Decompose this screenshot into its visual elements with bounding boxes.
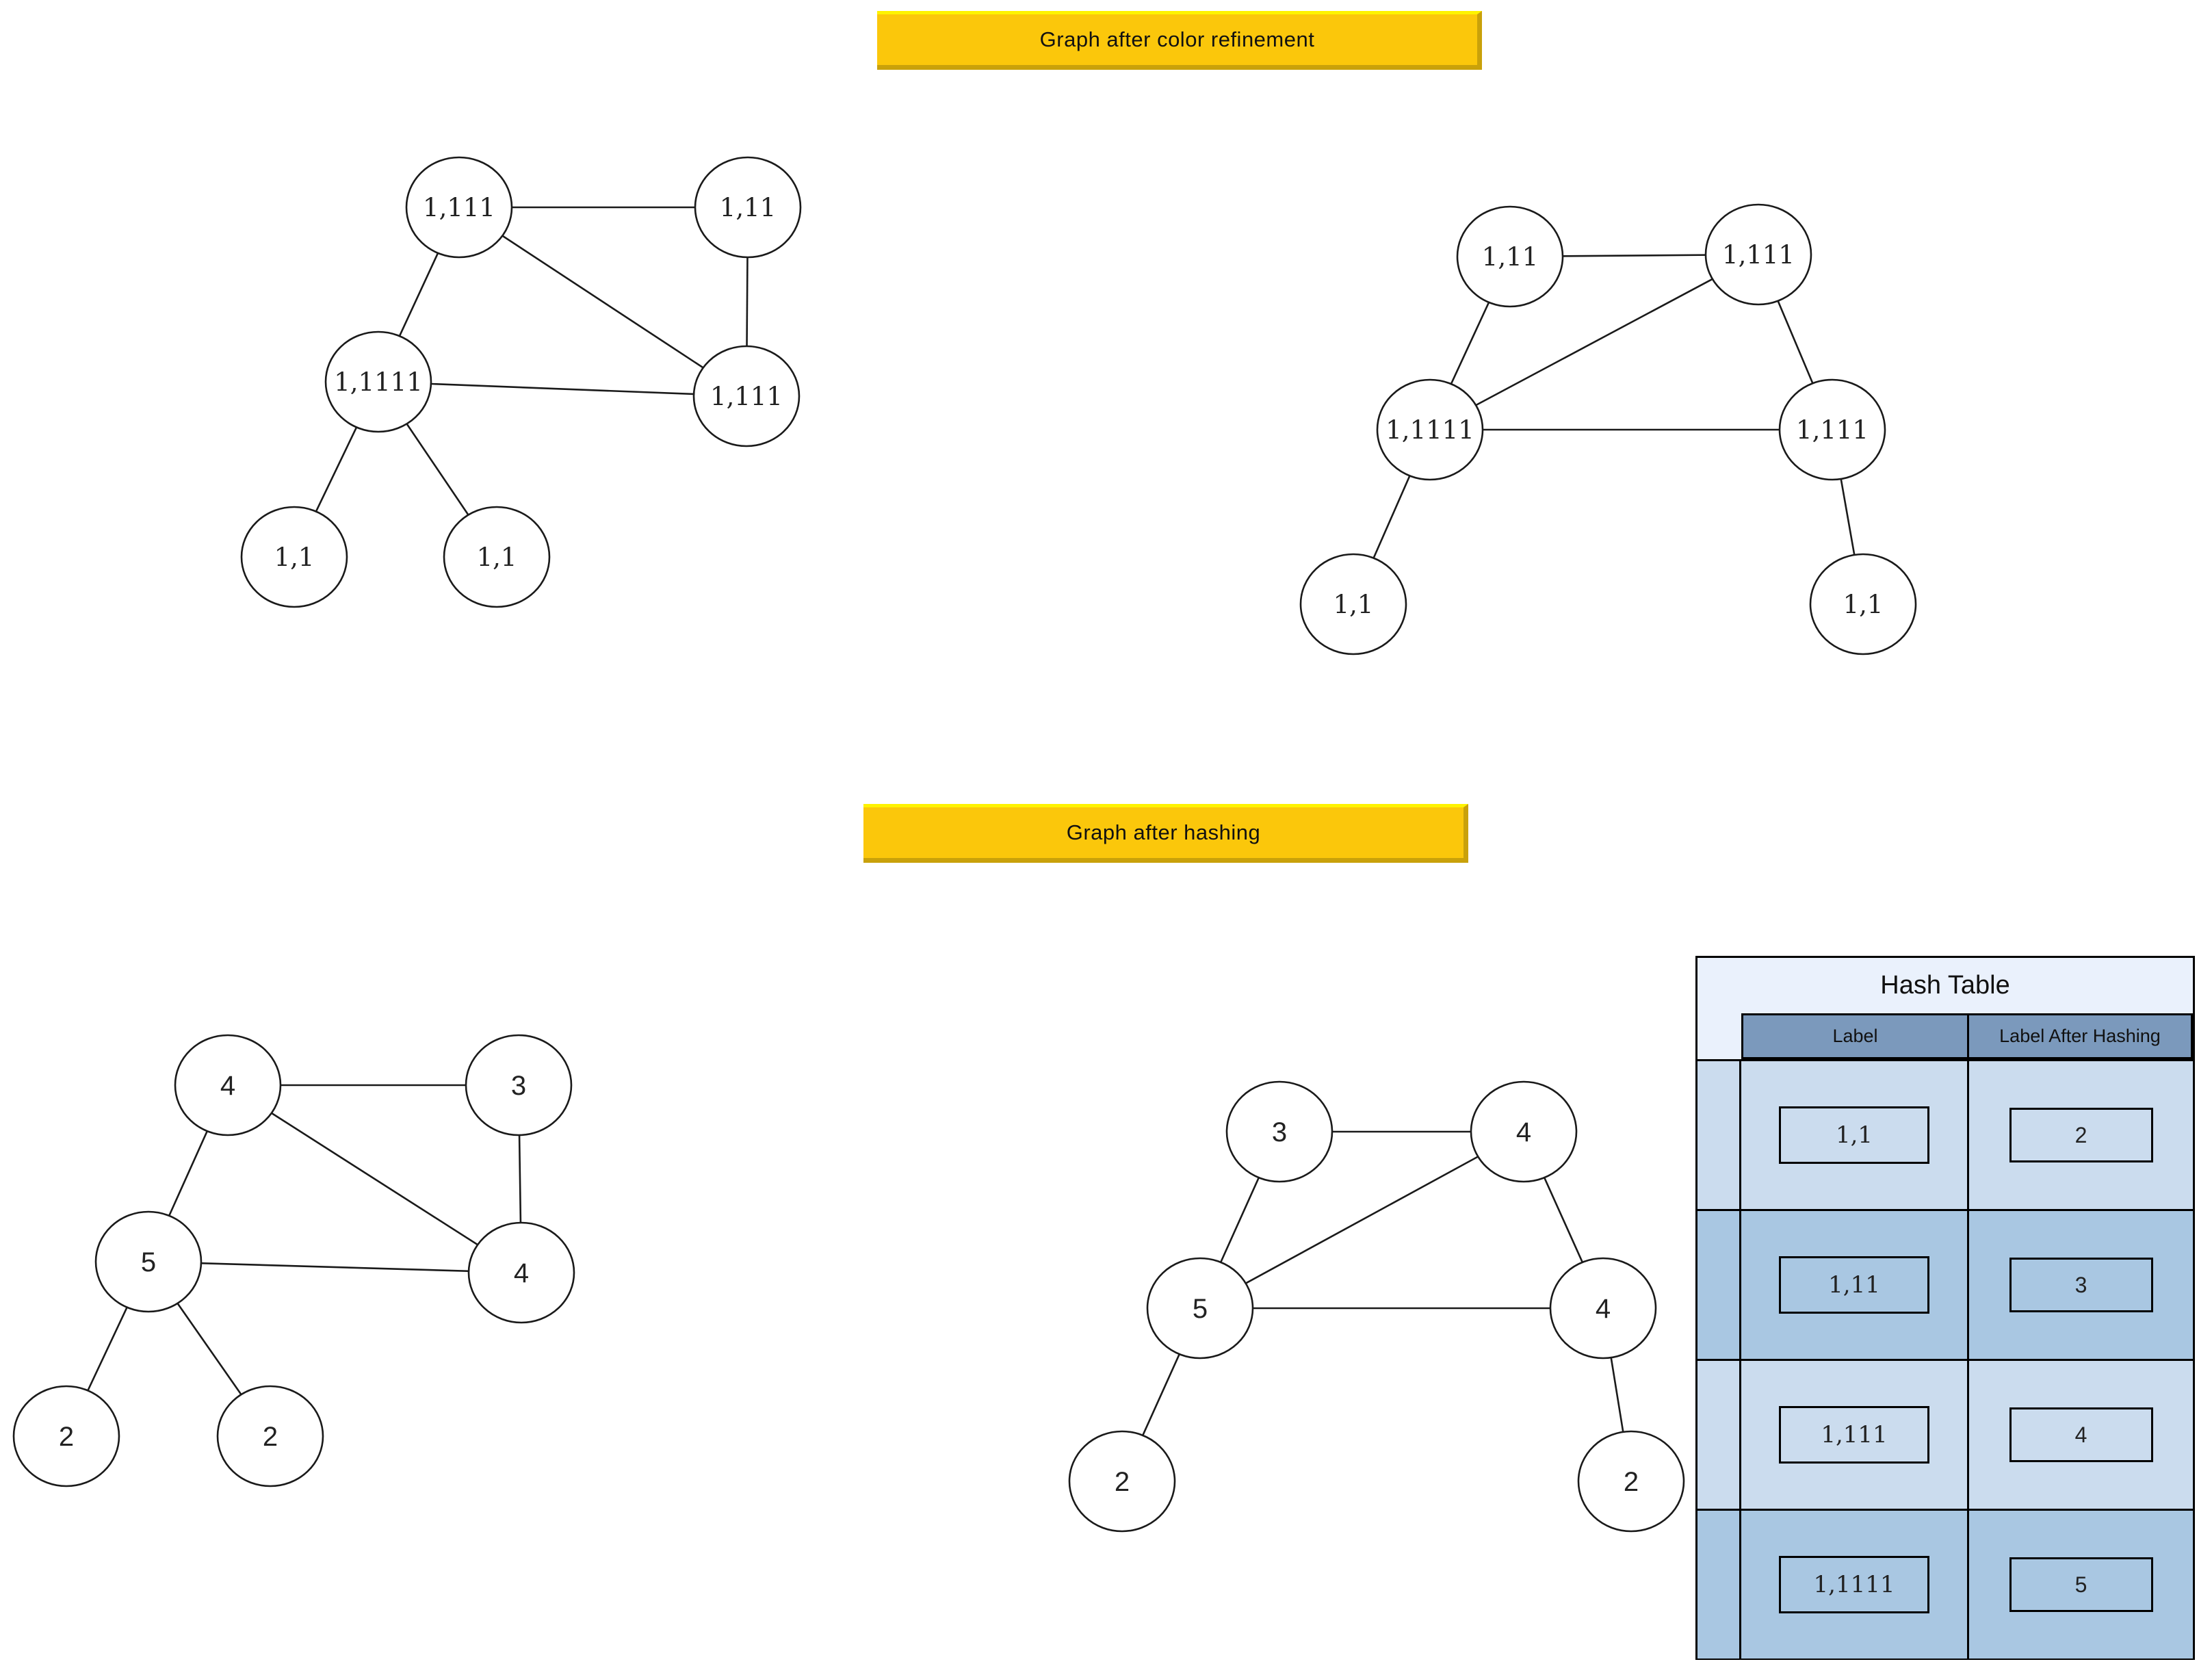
graph-node: 1,11 — [1456, 205, 1564, 308]
column-header-label: Label — [1832, 1026, 1878, 1046]
node-label: 1,1 — [477, 543, 517, 572]
hashed-cell: 2 — [1967, 1059, 2193, 1209]
row-spine — [1697, 1359, 1741, 1509]
edge — [1199, 1130, 1524, 1310]
graph-node: 4 — [174, 1034, 282, 1136]
column-header-label-after-hashing: Label After Hashing — [1967, 1015, 2191, 1057]
graph-node: 5 — [94, 1210, 203, 1313]
table-row: 1,1 2 — [1697, 1059, 2193, 1209]
graph-hashed-left: 4 3 5 4 2 2 — [12, 1034, 575, 1487]
label-cell: 1,11 — [1741, 1209, 1967, 1359]
node-label: 3 — [511, 1071, 526, 1101]
hashed-value: 5 — [2009, 1557, 2153, 1612]
graph-node: 5 — [1146, 1257, 1254, 1360]
hashed-cell: 3 — [1967, 1209, 2193, 1359]
node-label: 5 — [141, 1247, 156, 1277]
graph-node: 1,1111 — [324, 330, 432, 433]
graph-node: 2 — [1068, 1430, 1176, 1533]
node-label: 1,111 — [710, 382, 783, 411]
table-row: 1,111 4 — [1697, 1359, 2193, 1509]
graph-node: 1,1111 — [1376, 378, 1484, 481]
node-label: 1,11 — [720, 193, 776, 222]
hash-table-title: Hash Table — [1880, 971, 2010, 1000]
node-label: 2 — [1624, 1467, 1639, 1497]
graph-node: 1,111 — [1704, 203, 1812, 306]
graph-hashed-right: 3 4 5 4 2 2 — [1068, 1080, 1685, 1533]
graph-node: 2 — [216, 1385, 324, 1487]
graph-node: 4 — [467, 1221, 575, 1324]
graph-node: 4 — [1470, 1080, 1578, 1183]
node-label: 4 — [1516, 1117, 1531, 1147]
banner-color-refinement-label: Graph after color refinement — [1039, 27, 1315, 51]
node-label: 4 — [1596, 1294, 1611, 1324]
node-label: 1,11 — [1482, 242, 1538, 272]
node-label: 1,1111 — [334, 367, 422, 397]
graph-node: 1,111 — [405, 156, 513, 259]
edge — [148, 1260, 522, 1274]
node-label: 4 — [514, 1258, 529, 1288]
node-label: 1,111 — [423, 193, 495, 222]
edge — [378, 380, 747, 398]
hashed-cell: 5 — [1967, 1509, 2193, 1659]
node-label: 1,111 — [1722, 240, 1795, 270]
banner-color-refinement: Graph after color refinement — [877, 11, 1482, 70]
node-label: 1,1 — [1843, 590, 1884, 619]
label-value: 1,1 — [1779, 1106, 1929, 1164]
node-label: 1,1111 — [1385, 415, 1474, 445]
graph-node: 3 — [465, 1034, 573, 1136]
banner-hashing-label: Graph after hashing — [1066, 820, 1261, 844]
row-spine — [1697, 1059, 1741, 1209]
graph-refined-right: 1,11 1,111 1,1111 1,111 1,1 1,1 — [1299, 203, 1917, 655]
row-spine — [1697, 1209, 1741, 1359]
graph-node: 4 — [1549, 1257, 1657, 1360]
edge — [458, 206, 747, 398]
table-row: 1,1111 5 — [1697, 1509, 2193, 1659]
node-label: 2 — [1115, 1467, 1130, 1497]
hashed-value: 4 — [2009, 1407, 2153, 1462]
node-label: 1,1 — [274, 543, 315, 572]
hash-table: Hash Table Label Label After Hashing 1,1… — [1695, 956, 2195, 1660]
node-label: 4 — [220, 1071, 235, 1101]
graph-refined-left: 1,111 1,11 1,1111 1,111 1,1 1,1 — [240, 156, 802, 608]
graph-node: 1,1 — [240, 506, 348, 608]
edge — [227, 1084, 522, 1274]
hashed-value: 2 — [2009, 1108, 2153, 1162]
row-spine — [1697, 1509, 1741, 1659]
graph-node: 2 — [1577, 1430, 1685, 1533]
graph-node: 1,111 — [1778, 378, 1886, 481]
label-value: 1,111 — [1779, 1406, 1929, 1464]
graph-node: 1,111 — [692, 345, 801, 447]
hashed-value: 3 — [2009, 1258, 2153, 1312]
node-label: 2 — [263, 1422, 278, 1452]
graph-node: 2 — [12, 1385, 120, 1487]
node-label: 5 — [1193, 1294, 1208, 1324]
label-value: 1,11 — [1779, 1256, 1929, 1314]
edge — [1429, 253, 1759, 431]
graph-node: 1,1 — [1809, 553, 1917, 655]
table-row: 1,11 3 — [1697, 1209, 2193, 1359]
node-label: 1,1 — [1333, 590, 1374, 619]
hashed-cell: 4 — [1967, 1359, 2193, 1509]
node-label: 3 — [1272, 1117, 1287, 1147]
node-label: 2 — [59, 1422, 74, 1452]
label-cell: 1,111 — [1741, 1359, 1967, 1509]
label-cell: 1,1 — [1741, 1059, 1967, 1209]
graph-node: 1,1 — [443, 506, 551, 608]
graph-node: 3 — [1225, 1080, 1333, 1183]
banner-hashing: Graph after hashing — [863, 804, 1468, 863]
node-label: 1,111 — [1796, 415, 1869, 445]
graph-node: 1,1 — [1299, 553, 1407, 655]
hash-table-header: Label Label After Hashing — [1741, 1013, 2193, 1059]
label-cell: 1,1111 — [1741, 1509, 1967, 1659]
label-value: 1,1111 — [1779, 1556, 1929, 1613]
graph-node: 1,11 — [694, 156, 802, 259]
